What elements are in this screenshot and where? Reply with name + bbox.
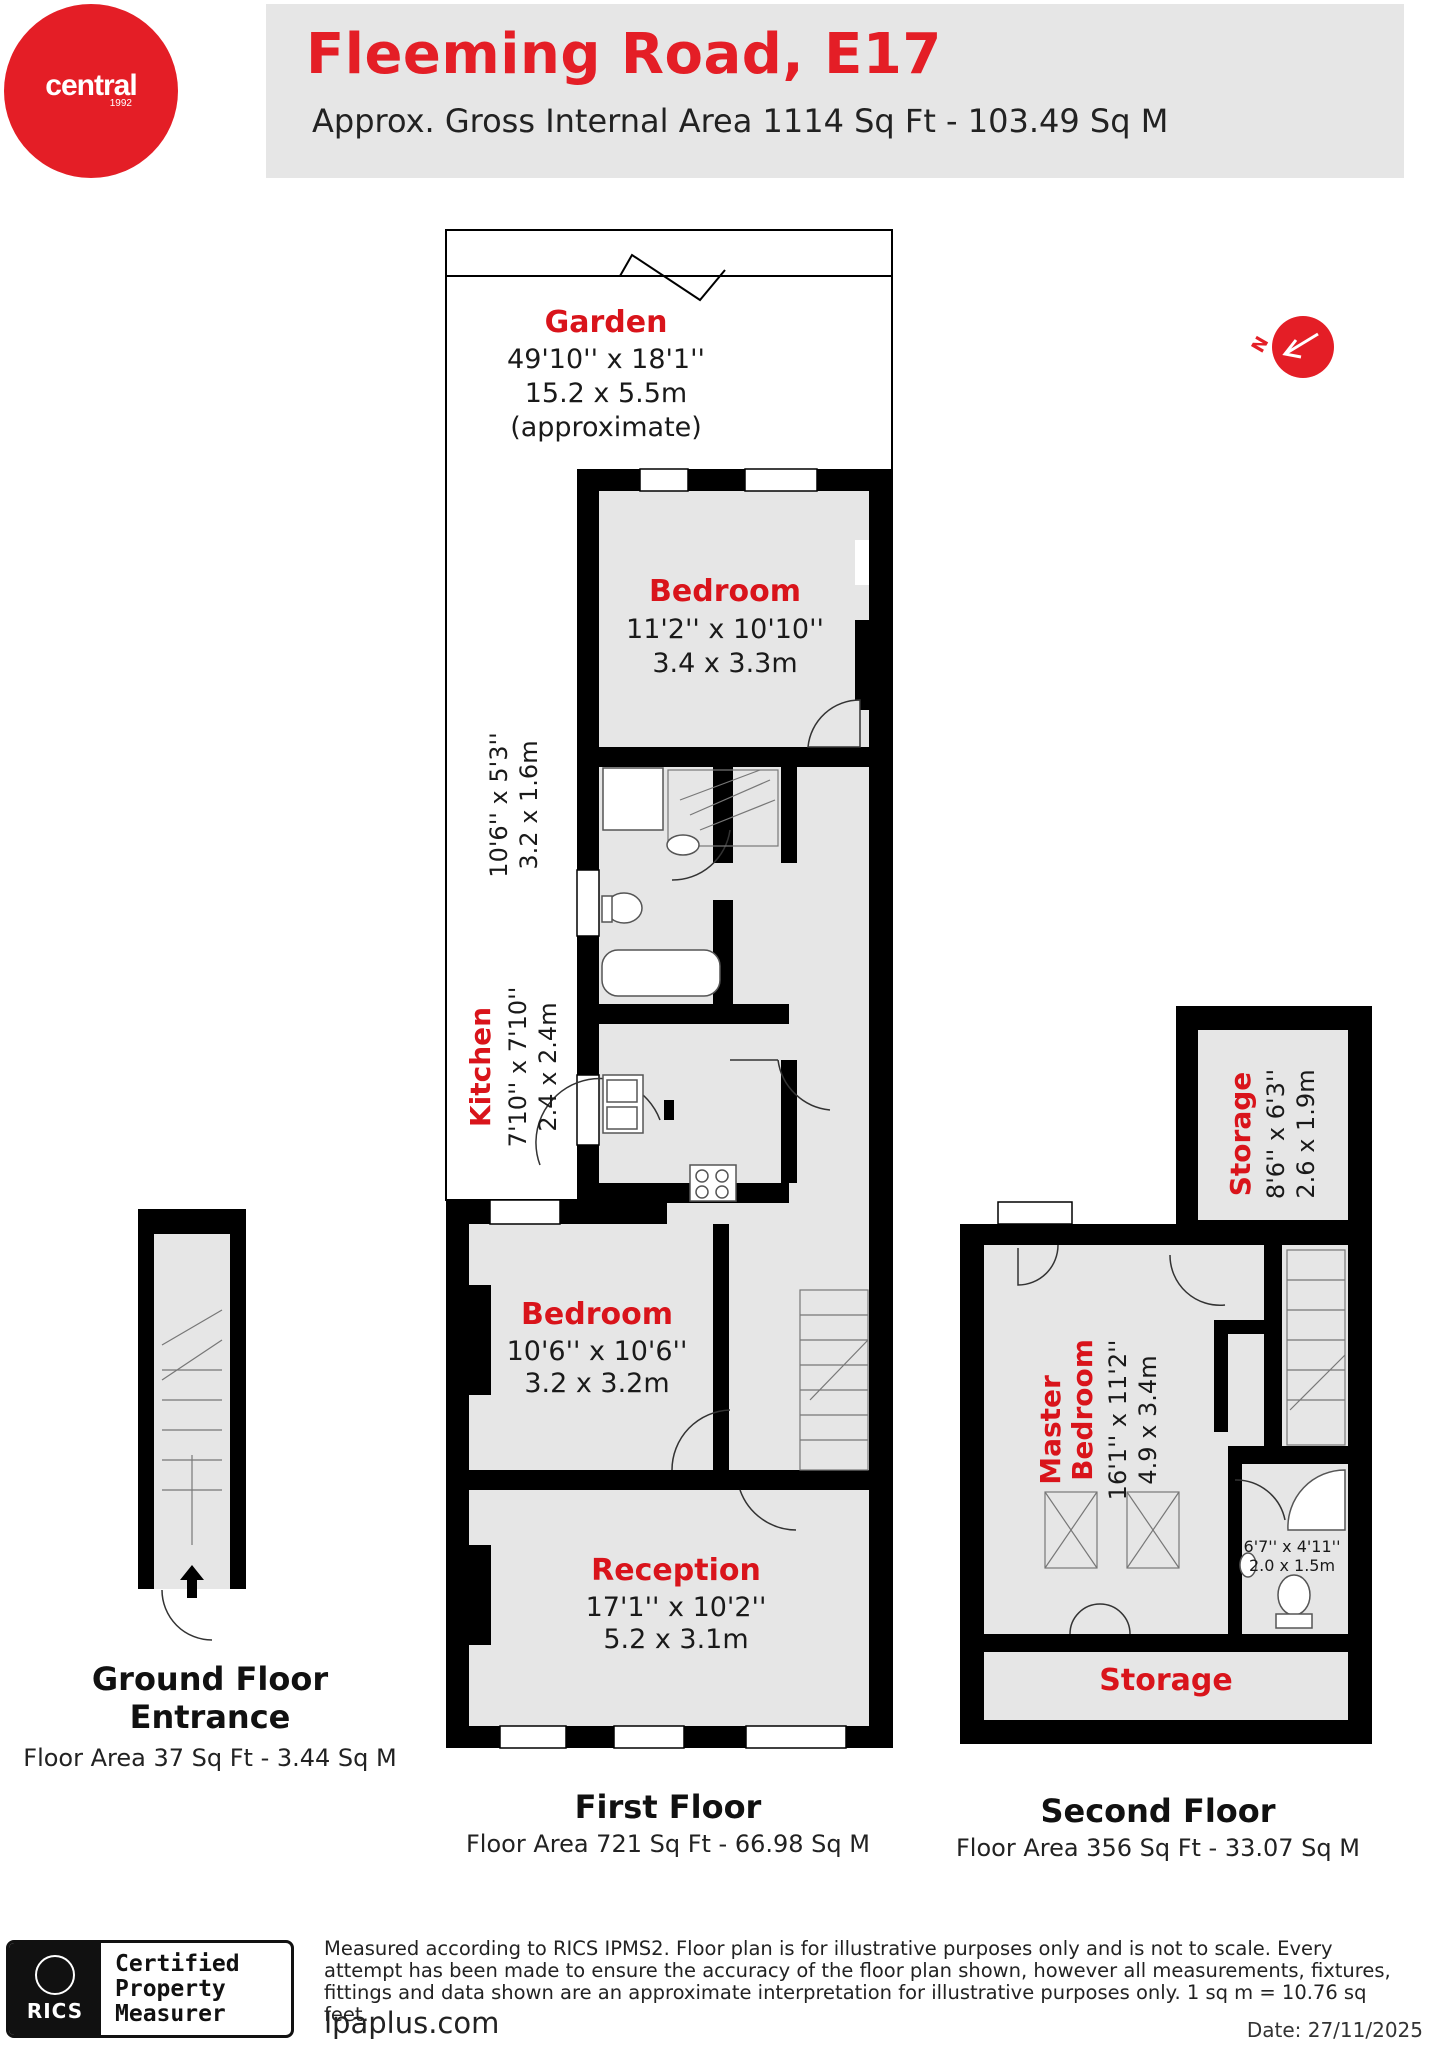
rics-label-line2: Property (115, 1975, 226, 2002)
compass-north-arrow-icon: N (1248, 316, 1334, 378)
storage-top-label: Storage (1224, 1072, 1257, 1197)
bedroom-mid-dim-imperial: 10'6'' x 10'6'' (507, 1336, 688, 1367)
rics-label: Certified Property Measurer (101, 1943, 291, 2035)
gross-area-subtitle: Approx. Gross Internal Area 1114 Sq Ft -… (312, 102, 1169, 140)
logo-text: central (45, 69, 137, 102)
kitchen-dim-metric: 2.4 x 2.4m (534, 1002, 562, 1131)
entrance-arrow-icon (180, 1565, 204, 1598)
garden-dim-imperial: 49'10'' x 18'1'' (507, 344, 705, 375)
ground-floor-subtitle: Entrance (129, 1698, 291, 1736)
storage-bottom-label: Storage (1099, 1663, 1232, 1698)
plan-date: Date: 27/11/2025 (1246, 2018, 1423, 2042)
ground-floor-plan (138, 1209, 246, 1641)
ensuite-dim-imperial: 6'7'' x 4'11'' (1244, 1537, 1341, 1556)
master-bedroom-label-line2: Bedroom (1066, 1339, 1099, 1481)
bedroom-top-dim-metric: 3.4 x 3.3m (652, 648, 797, 679)
rics-certified-badge: RICS Certified Property Measurer (6, 1940, 294, 2038)
master-bedroom-dim-imperial: 16'1'' x 11'2'' (1104, 1340, 1132, 1501)
rics-label-line3: Measurer (115, 2000, 226, 2027)
bedroom-top-dim-imperial: 11'2'' x 10'10'' (626, 614, 824, 645)
second-floor-plan (960, 1006, 1372, 1744)
logo-year: 1992 (109, 98, 132, 109)
reception-dim-metric: 5.2 x 3.1m (603, 1624, 748, 1655)
bathroom-dim-metric: 3.2 x 1.6m (515, 740, 543, 869)
bedroom-top-label: Bedroom (649, 574, 801, 609)
ground-floor-area: Floor Area 37 Sq Ft - 3.44 Sq M (23, 1744, 397, 1772)
storage-top-dim-imperial: 8'6'' x 6'3'' (1262, 1069, 1290, 1199)
master-bedroom-label-line1: Master (1034, 1375, 1067, 1485)
ground-floor-title: Ground Floor (91, 1660, 329, 1698)
bedroom-mid-label: Bedroom (521, 1297, 673, 1332)
second-floor-area: Floor Area 356 Sq Ft - 33.07 Sq M (955, 1834, 1360, 1862)
second-floor-title: Second Floor (1040, 1792, 1276, 1830)
first-floor-area: Floor Area 721 Sq Ft - 66.98 Sq M (465, 1830, 870, 1858)
reception-label: Reception (591, 1553, 761, 1588)
rics-mark-text: RICS (26, 1999, 84, 2023)
first-floor-plan (445, 229, 893, 1749)
title-band (266, 4, 1404, 178)
kitchen-label: Kitchen (464, 1007, 497, 1127)
garden-label: Garden (545, 305, 668, 340)
garden-note: (approximate) (510, 412, 702, 443)
page-title: Fleeming Road, E17 (306, 22, 942, 87)
rics-crest-icon (35, 1955, 75, 1995)
website-link[interactable]: lpaplus.com (324, 2006, 500, 2040)
rics-mark: RICS (9, 1943, 101, 2035)
compass-label: N (1248, 333, 1274, 357)
storage-top-dim-metric: 2.6 x 1.9m (1292, 1069, 1320, 1198)
bedroom-mid-dim-metric: 3.2 x 3.2m (524, 1368, 669, 1399)
master-bedroom-dim-metric: 4.9 x 3.4m (1134, 1355, 1162, 1484)
rics-label-line1: Certified (115, 1950, 240, 1977)
first-floor-title: First Floor (574, 1788, 762, 1826)
reception-dim-imperial: 17'1'' x 10'2'' (586, 1592, 767, 1623)
kitchen-dim-imperial: 7'10'' x 7'10'' (504, 987, 532, 1148)
disclaimer-text: Measured according to RICS IPMS2. Floor … (324, 1937, 1391, 2026)
bathroom-dim-imperial: 10'6'' x 5'3'' (485, 732, 513, 877)
ensuite-dim-metric: 2.0 x 1.5m (1249, 1556, 1335, 1575)
central-logo: central 1992 (4, 4, 178, 178)
garden-dim-metric: 15.2 x 5.5m (525, 378, 688, 409)
